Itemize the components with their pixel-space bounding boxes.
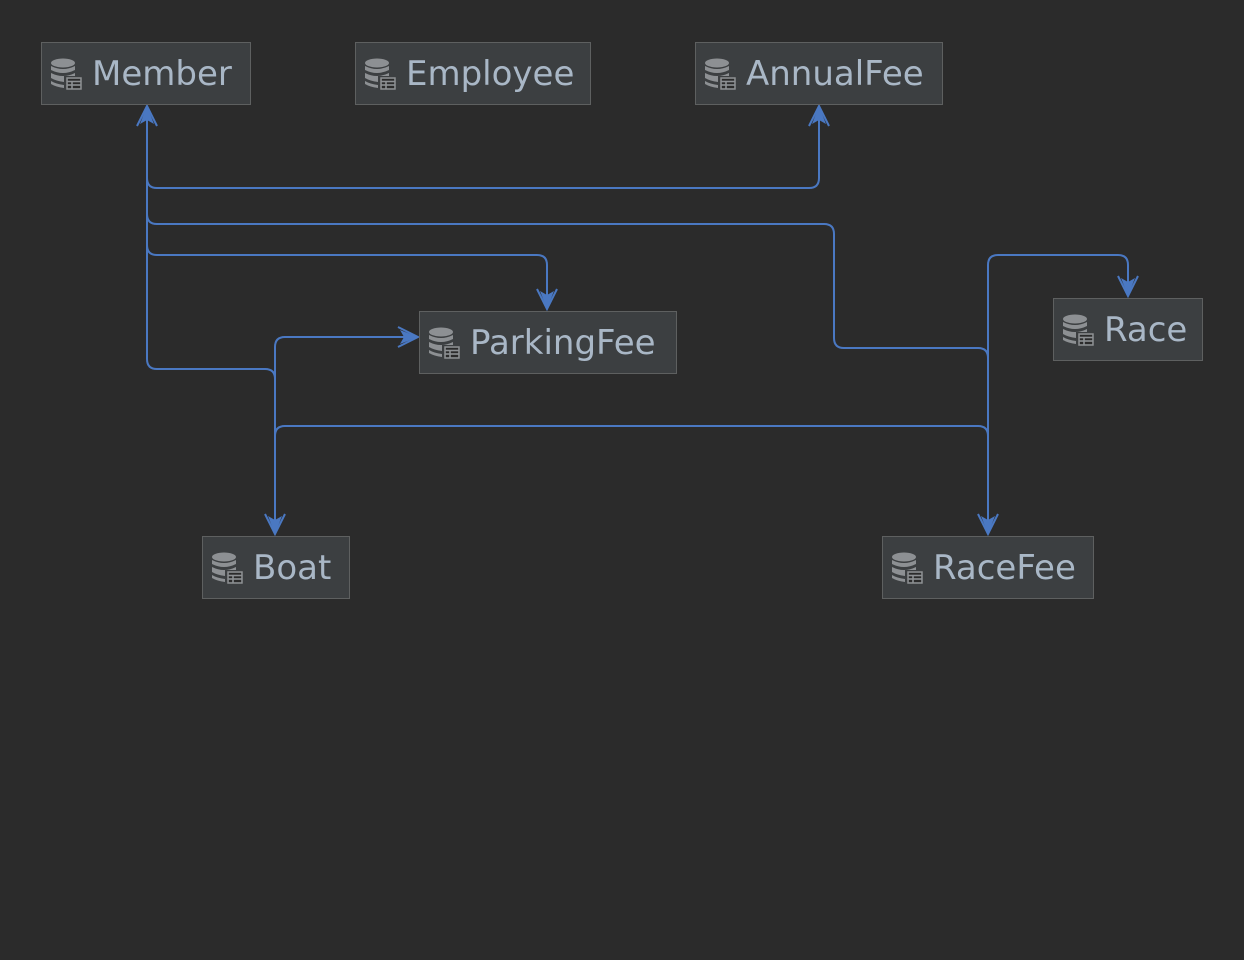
- table-node-boat[interactable]: Boat: [202, 536, 350, 599]
- table-node-parkingfee[interactable]: ParkingFee: [419, 311, 677, 374]
- edge-racefee-boat: [274, 425, 989, 532]
- table-node-label: Member: [92, 53, 232, 94]
- table-node-label: Boat: [253, 547, 332, 588]
- table-node-label: Race: [1104, 309, 1188, 350]
- edge-boat-parkingfee: [274, 336, 416, 532]
- table-node-label: RaceFee: [933, 547, 1076, 588]
- arrowhead-down-boat-fill: [268, 516, 282, 534]
- table-node-race[interactable]: Race: [1053, 298, 1203, 361]
- database-table-icon: [211, 551, 243, 585]
- arrowhead-down-race-fill: [1121, 278, 1135, 296]
- database-table-icon: [50, 57, 82, 91]
- table-node-label: AnnualFee: [746, 53, 924, 94]
- table-node-employee[interactable]: Employee: [355, 42, 591, 105]
- database-table-icon: [364, 57, 396, 91]
- database-table-icon: [1062, 313, 1094, 347]
- arrowhead-up-member-fill: [140, 106, 154, 124]
- table-node-racefee[interactable]: RaceFee: [882, 536, 1094, 599]
- edge-annualfee-member: [146, 108, 820, 189]
- table-node-annualfee[interactable]: AnnualFee: [695, 42, 943, 105]
- edge-parkingfee-member: [146, 108, 548, 307]
- arrowhead-down-parking-fill: [540, 291, 554, 309]
- table-node-label: ParkingFee: [470, 322, 656, 363]
- arrowhead-up-annualfee-fill: [812, 106, 826, 124]
- edge-racefee-race: [987, 254, 1129, 532]
- arrowhead-right-parking-fill: [400, 330, 418, 344]
- edge-boat-member: [146, 108, 276, 532]
- database-table-icon: [704, 57, 736, 91]
- table-node-label: Employee: [406, 53, 575, 94]
- database-table-icon: [428, 326, 460, 360]
- arrowhead-down-racefee-fill: [981, 516, 995, 534]
- database-table-icon: [891, 551, 923, 585]
- table-node-member[interactable]: Member: [41, 42, 251, 105]
- edge-racefee-member: [146, 108, 989, 532]
